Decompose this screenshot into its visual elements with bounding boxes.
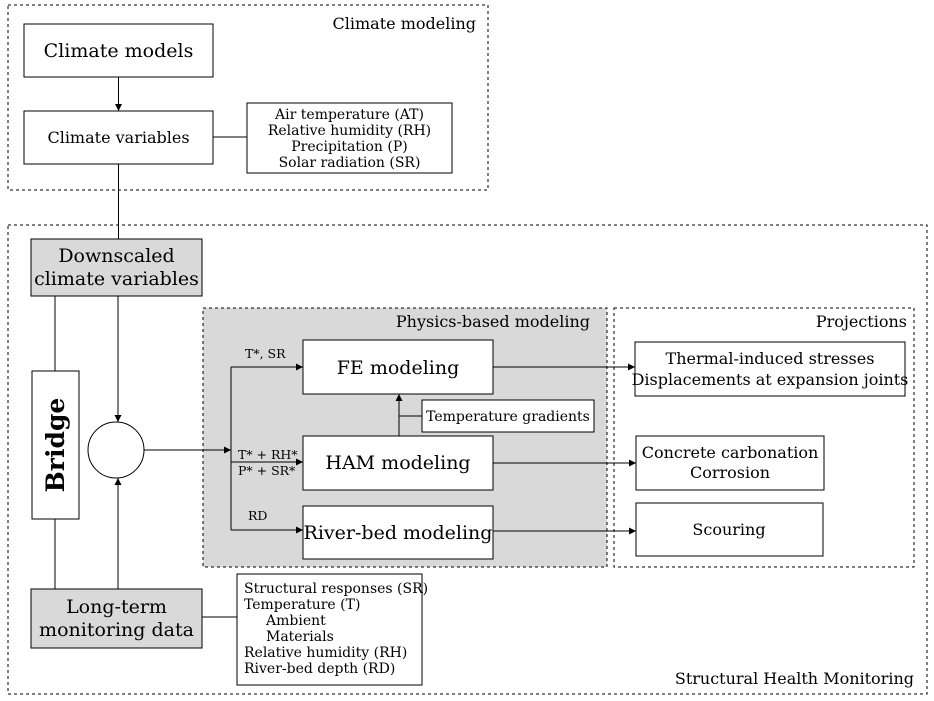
bridge-label: Bridge	[41, 398, 70, 493]
climate-variable-item: Relative humidity (RH)	[268, 123, 431, 139]
ham-input-label-line1: T* + RH*	[238, 447, 298, 462]
temperature-gradients-box	[421, 399, 595, 433]
fe-modeling-label: FE modeling	[337, 357, 460, 379]
projections-region	[613, 307, 915, 568]
climate-variable-item: Air temperature (AT)	[274, 107, 424, 123]
carbonation-label-line1: Concrete carbonation	[642, 443, 819, 462]
carbonation-box	[635, 435, 825, 491]
climate-modeling-region	[7, 4, 489, 191]
thermal-label-line1: Thermal-induced stresses	[666, 349, 875, 368]
scouring-label: Scouring	[692, 520, 765, 539]
projections-label: Projections	[816, 312, 907, 331]
ham-input-label-line2: P* + SR*	[238, 463, 296, 478]
carbonation-label-line2: Corrosion	[690, 463, 770, 482]
monitoring-subitem: Materials	[266, 629, 334, 645]
bridge-box	[31, 370, 80, 520]
thermal-label-line2: Displacements at expansion joints	[632, 370, 909, 389]
downscaled-label-line2: climate variables	[34, 268, 199, 290]
monitoring-subitem: Ambient	[265, 613, 326, 629]
climate-models-box	[23, 23, 214, 78]
climate-variables-label: Climate variables	[47, 128, 189, 147]
downscaled-box	[30, 238, 203, 297]
monitoring-item: Relative humidity (RH)	[244, 645, 407, 661]
climate-models-label: Climate models	[44, 40, 194, 62]
temperature-gradients-label: Temperature gradients	[426, 409, 590, 425]
monitoring-item: Structural responses (SR)	[244, 581, 428, 597]
fe-input-label: T*, SR	[245, 346, 286, 361]
shm-label: Structural Health Monitoring	[675, 669, 914, 688]
long-term-label-line2: monitoring data	[39, 619, 194, 641]
scouring-box	[635, 502, 824, 557]
climate-modeling-label: Climate modeling	[333, 14, 476, 33]
thermal-box	[634, 341, 906, 397]
downscaled-label-line1: Downscaled	[58, 245, 174, 267]
climate-variable-item: Precipitation (P)	[291, 139, 407, 155]
long-term-box	[30, 588, 203, 649]
ham-modeling-label: HAM modeling	[325, 452, 470, 474]
monitoring-list-box	[236, 573, 423, 686]
riverbed-input-label: RD	[248, 508, 267, 523]
climate-variable-item: Solar radiation (SR)	[279, 155, 421, 171]
fe-modeling-box	[302, 339, 494, 395]
climate-variable-list-box	[246, 102, 453, 174]
climate-variables-box	[23, 110, 214, 165]
physics-based-label: Physics-based modeling	[396, 312, 590, 331]
ham-modeling-box	[302, 435, 494, 491]
shm-region	[7, 224, 928, 695]
riverbed-modeling-box	[302, 505, 494, 560]
merge-node	[87, 421, 145, 479]
long-term-label-line1: Long-term	[66, 596, 167, 618]
monitoring-item: Temperature (T)	[244, 597, 360, 613]
riverbed-modeling-label: River-bed modeling	[304, 522, 493, 544]
monitoring-item: River-bed depth (RD)	[244, 661, 395, 677]
